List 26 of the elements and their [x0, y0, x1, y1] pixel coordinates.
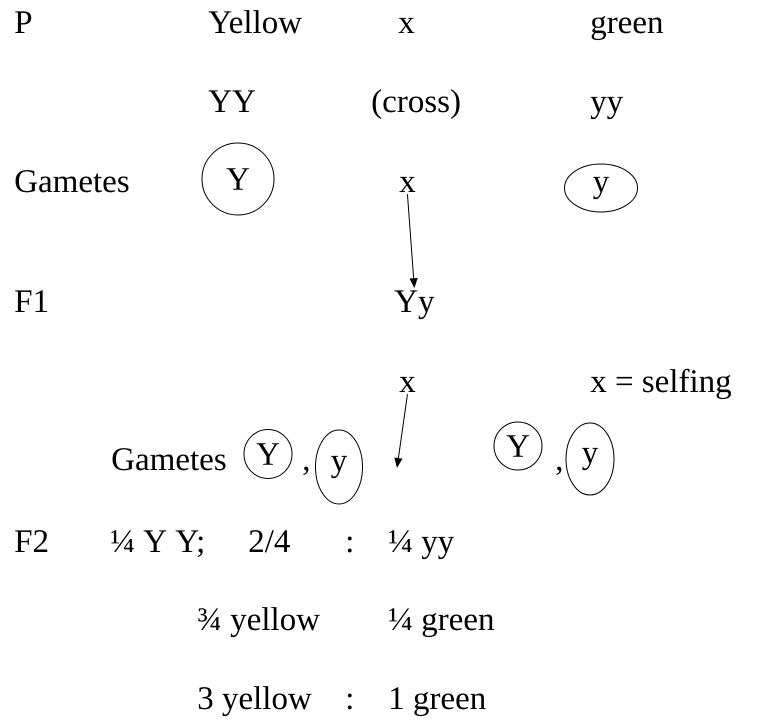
generation-label: Gametes	[16, 170, 128, 192]
symbol-text: Yy	[394, 290, 434, 320]
gametes-label: Gametes	[112, 448, 226, 470]
generation-label: F2	[15, 530, 48, 552]
ratio-text: 1 green	[391, 687, 486, 716]
phenotype-label: green	[592, 16, 663, 40]
selfing-note: x = selfing	[590, 368, 731, 400]
ratio-text: 3 yellow	[198, 686, 312, 716]
ratio-text: :	[348, 536, 352, 552]
generation-label: F1	[15, 290, 48, 312]
comma: ,	[303, 466, 308, 476]
ratio-text: 2/4	[250, 530, 290, 552]
symbol-text: x	[399, 176, 416, 192]
phenotype-label: Yellow	[208, 10, 302, 34]
ratio-text: ¼ green	[389, 608, 494, 638]
symbol-text: x	[399, 376, 416, 392]
cross-sign: x	[398, 18, 414, 33]
ratio-text: ¼ Y Y;	[111, 530, 203, 558]
ratio-text: ¾ yellow	[198, 607, 320, 638]
genotype-label: YY	[208, 90, 256, 112]
ratio-text: :	[348, 694, 352, 710]
genotype-label: yy	[590, 96, 624, 120]
ratio-text: ¼ yy	[389, 530, 454, 560]
generation-label: P	[15, 11, 32, 33]
comma: ,	[556, 466, 562, 476]
cross-label: (cross)	[372, 89, 460, 120]
